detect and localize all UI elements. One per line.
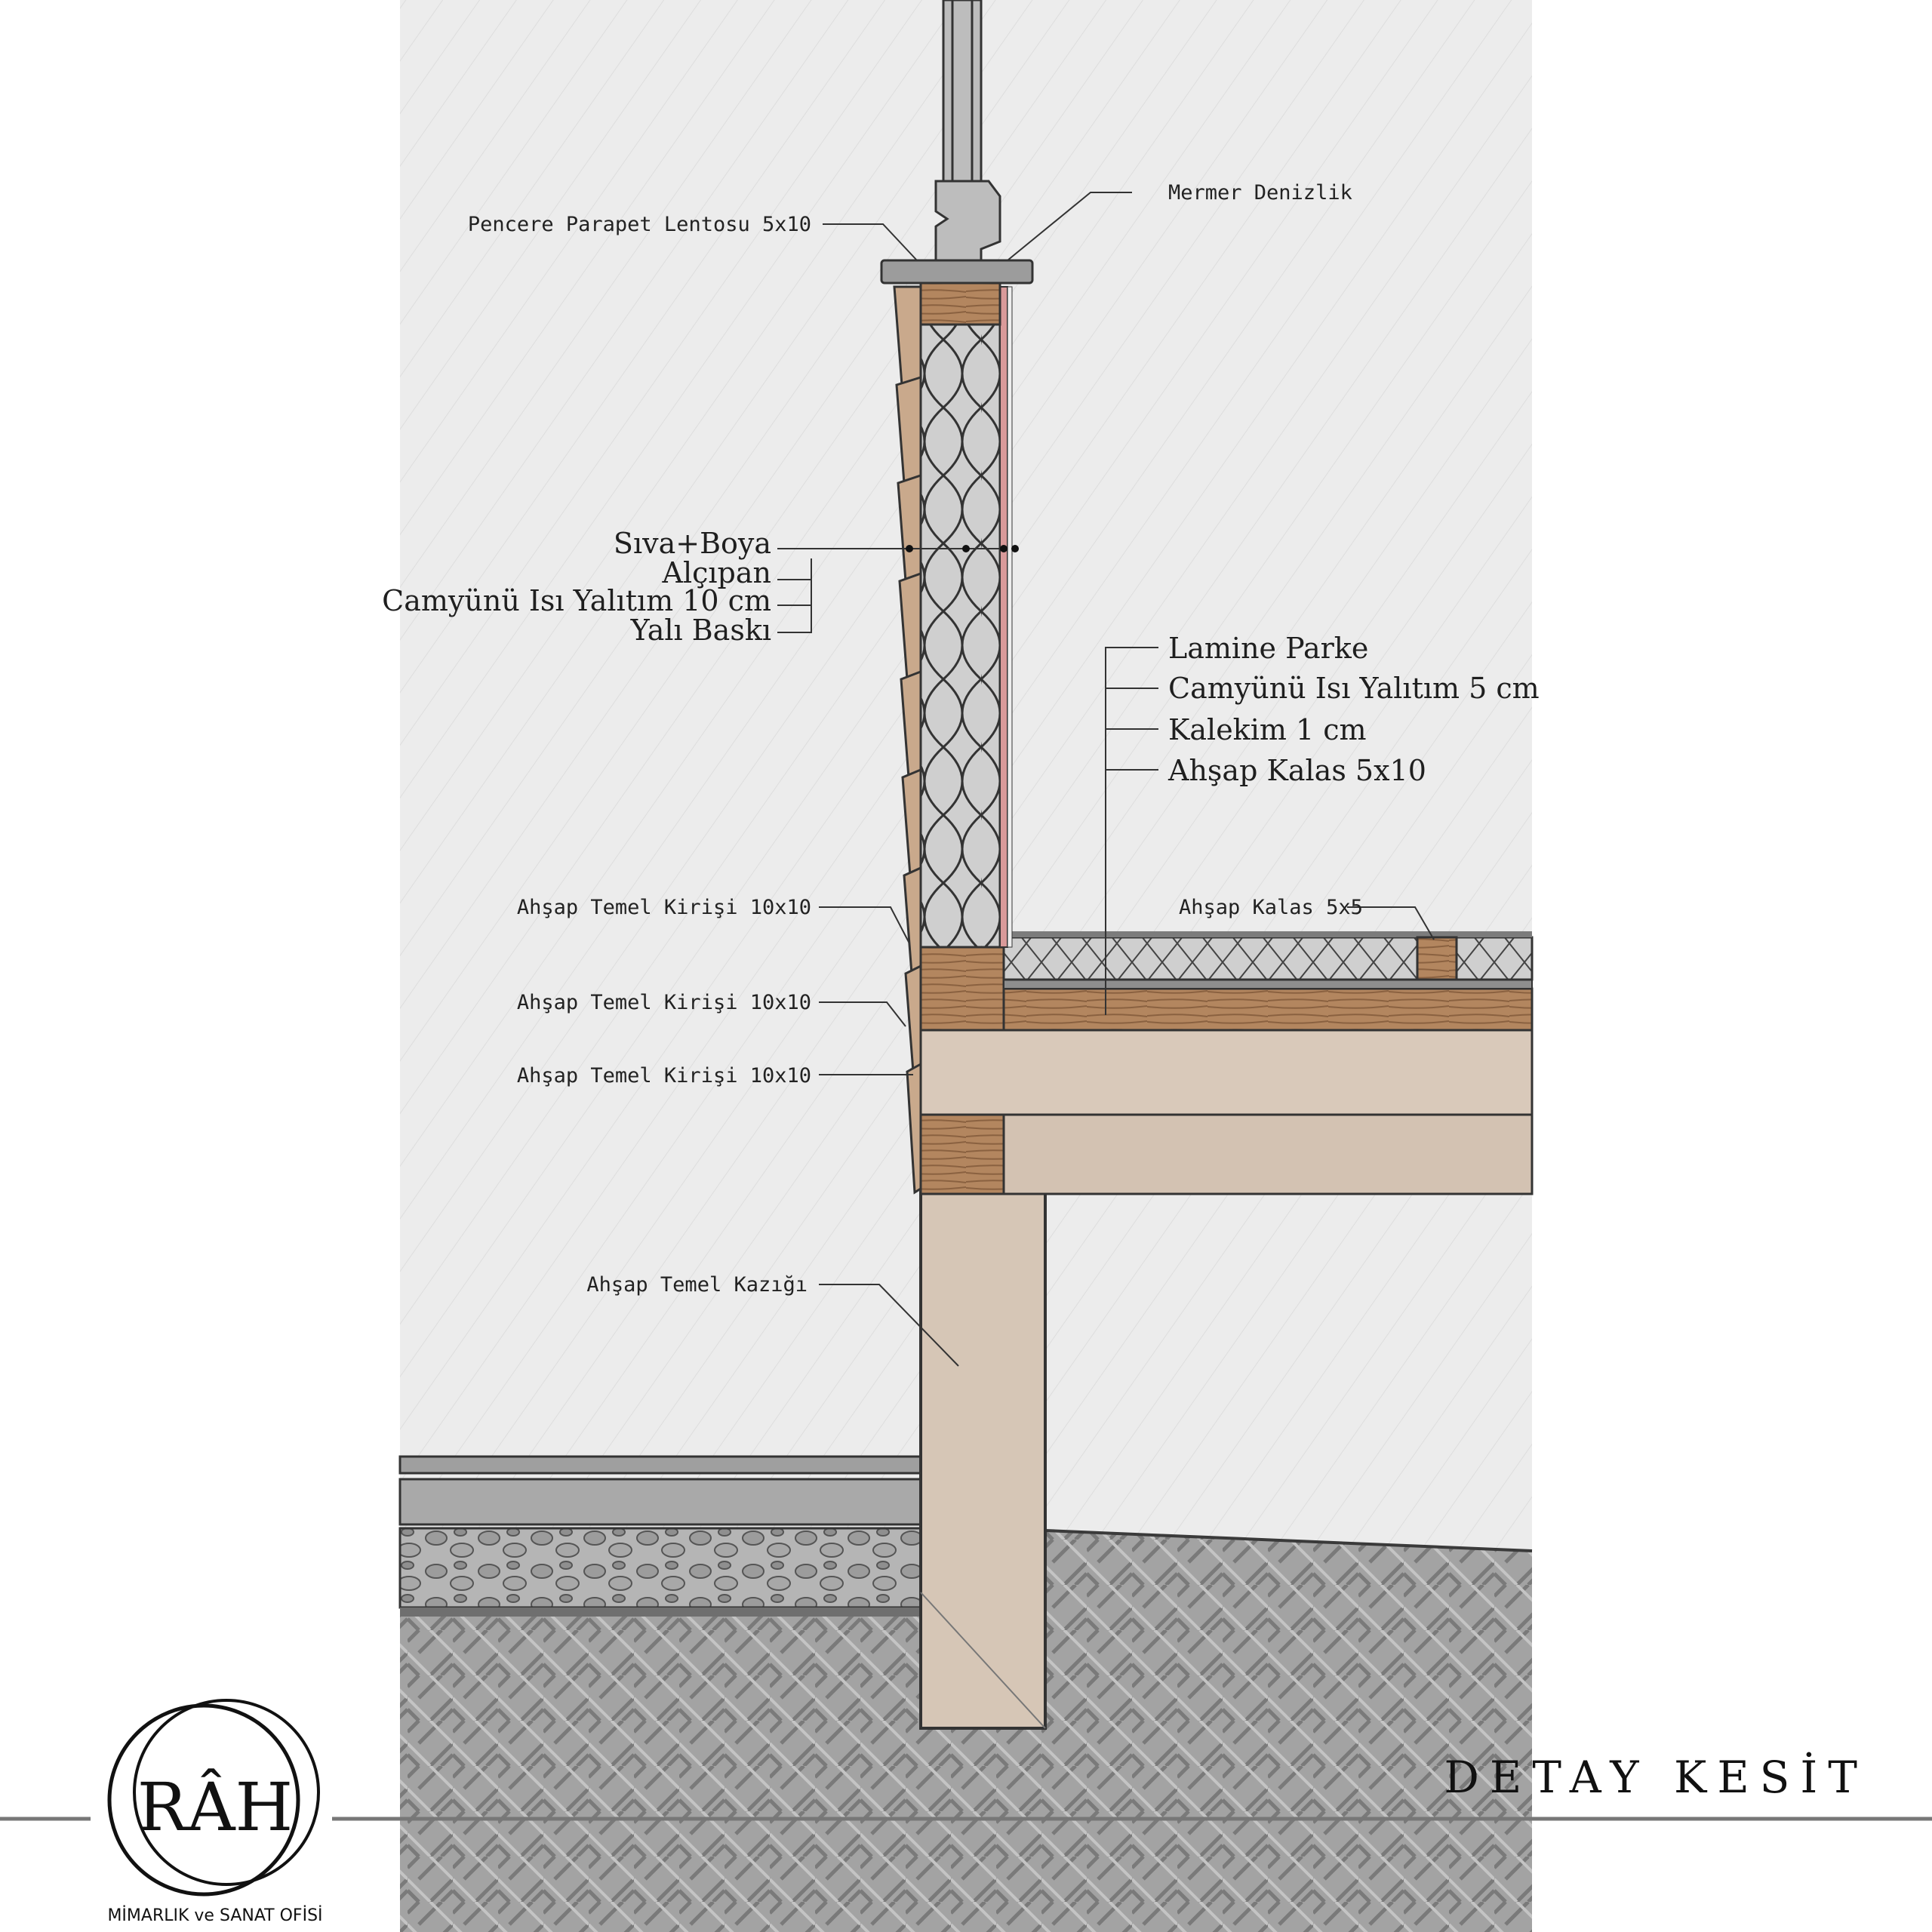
logo-letters: RÂH <box>137 1768 294 1846</box>
label-yali-baski: Yalı Baskı <box>630 614 771 647</box>
beam-section-square <box>919 1113 1005 1195</box>
marble-sill <box>880 259 1034 285</box>
kalekim-layer <box>1003 979 1533 989</box>
lower-beam-1 <box>919 1029 1534 1116</box>
logo: RÂH MİMARLIK ve SANAT OFİSİ <box>107 1699 323 1925</box>
laminate-parquet <box>1004 931 1532 937</box>
label-alcipan: Alçıpan <box>662 556 772 589</box>
foundation-pile <box>919 1191 1047 1730</box>
window-lintel <box>919 281 1001 326</box>
plaster-paint <box>1007 286 1013 948</box>
label-ahsap-kalas-5x10: Ahşap Kalas 5x10 <box>1168 754 1426 787</box>
label-camyunu-5: Camyünü Isı Yalıtım 5 cm <box>1168 672 1540 705</box>
slab-top-layer <box>398 1455 922 1475</box>
label-pencere-parapet: Pencere Parapet Lentosu 5x10 <box>468 213 811 236</box>
label-ahsap-kalas-5x5: Ahşap Kalas 5x5 <box>1179 896 1363 919</box>
floor-beam-section <box>919 946 1005 1032</box>
wall-insulation <box>919 285 1001 949</box>
lower-beam-2 <box>1002 1113 1534 1195</box>
leader-lines-right <box>1007 192 1435 1015</box>
sheet-title: DETAY KESİT <box>1444 1752 1868 1803</box>
ground-right <box>1045 1531 1532 1615</box>
ahsap-kalas-5x5 <box>1416 936 1458 981</box>
slab-base <box>400 1607 921 1617</box>
label-camyunu-10: Camyünü Isı Yalıtım 10 cm <box>382 584 771 617</box>
logo-subtitle: MİMARLIK ve SANAT OFİSİ <box>107 1906 322 1925</box>
label-temel-kirisi-2: Ahşap Temel Kirişi 10x10 <box>517 991 811 1014</box>
leader-lines-left <box>777 223 1008 1367</box>
label-siva-boya: Sıva+Boya <box>614 527 771 560</box>
ahsap-kalas-5x10 <box>1002 987 1534 1032</box>
label-temel-kirisi-1: Ahşap Temel Kirişi 10x10 <box>517 896 811 919</box>
gravel-layer <box>398 1527 922 1609</box>
concrete-slab <box>398 1478 922 1526</box>
logo-circle-2 <box>133 1699 320 1886</box>
label-lamine-parke: Lamine Parke <box>1168 632 1368 665</box>
gypsum-board <box>999 286 1008 948</box>
label-temel-kirisi-3: Ahşap Temel Kirişi 10x10 <box>517 1064 811 1088</box>
label-temel-kazigi: Ahşap Temel Kazığı <box>586 1273 808 1297</box>
siding-boards <box>893 285 922 1195</box>
label-mermer-denizlik: Mermer Denizlik <box>1168 181 1352 205</box>
logo-circle <box>107 1703 300 1897</box>
label-kalekim: Kalekim 1 cm <box>1168 713 1367 746</box>
window-frame <box>934 0 1001 262</box>
